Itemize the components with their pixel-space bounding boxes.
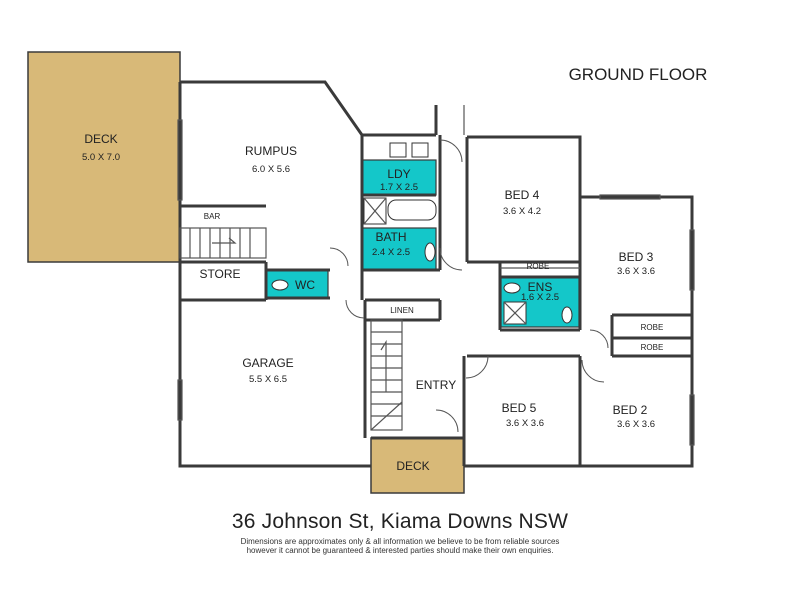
- bed2-label: BED 2: [613, 403, 648, 417]
- wc-label: WC: [295, 278, 315, 292]
- ldy-label: LDY: [387, 167, 410, 181]
- toilet: [271, 279, 289, 291]
- deck-main-dims: 5.0 X 7.0: [82, 152, 120, 163]
- shower-mark: [363, 197, 387, 225]
- stairs-entry: [370, 319, 403, 431]
- bath-label: BATH: [375, 230, 406, 244]
- window: [689, 229, 695, 291]
- garage-label: GARAGE: [242, 356, 293, 370]
- deck-main-area: [27, 51, 181, 263]
- ensuite-toilet: [561, 306, 573, 324]
- bed4-dims: 3.6 X 4.2: [503, 206, 541, 217]
- stairs-upper: [179, 227, 267, 259]
- disclaimer-line-1: Dimensions are approximates only & all i…: [240, 537, 560, 546]
- property-address: 36 Johnson St, Kiama Downs NSW: [231, 510, 569, 533]
- bathtub: [387, 199, 437, 221]
- door-swing: [345, 299, 365, 319]
- laundry-sink: [389, 142, 407, 158]
- outer-wall-north: [180, 80, 364, 300]
- shower-mark: [503, 301, 527, 325]
- window: [599, 194, 661, 200]
- bath-basin: [424, 242, 436, 262]
- window: [177, 379, 183, 421]
- bed5-label: BED 5: [502, 401, 537, 415]
- store-label: STORE: [199, 267, 240, 281]
- garage-dims: 5.5 X 6.5: [249, 374, 287, 385]
- bar-label: BAR: [204, 212, 221, 221]
- window: [689, 394, 695, 446]
- deck-main-label: DECK: [84, 132, 117, 146]
- rumpus-dims: 6.0 X 5.6: [252, 164, 290, 175]
- door-swing: [439, 247, 463, 271]
- door-swing: [465, 355, 489, 379]
- door-swing: [581, 359, 605, 383]
- window: [177, 119, 183, 201]
- robe-bed2-label: ROBE: [641, 343, 664, 352]
- deck-front-area: [370, 437, 465, 494]
- deck-front-label: DECK: [396, 459, 429, 473]
- ens-label: ENS: [528, 280, 553, 294]
- disclaimer-line-2: however it cannot be guaranteed & intere…: [246, 546, 554, 555]
- ensuite-basin: [503, 282, 521, 294]
- washing-machine: [411, 142, 429, 158]
- linen-label: LINEN: [390, 306, 414, 315]
- door-swing: [435, 409, 459, 433]
- rumpus-label: RUMPUS: [245, 144, 297, 158]
- entry-label: ENTRY: [416, 378, 456, 392]
- bed3-dims: 3.6 X 3.6: [617, 266, 655, 277]
- door-swing: [439, 139, 463, 163]
- outer-wall: [178, 82, 371, 468]
- floor-title: GROUND FLOOR: [569, 65, 708, 84]
- ldy-dims: 1.7 X 2.5: [380, 182, 418, 193]
- robe-bed4-label: ROBE: [527, 262, 550, 271]
- robe-bed3-label: ROBE: [641, 323, 664, 332]
- bath-dims: 2.4 X 2.5: [372, 247, 410, 258]
- bath-area: [361, 227, 437, 271]
- outer-wall-east: [464, 135, 694, 468]
- bed3-label: BED 3: [619, 250, 654, 264]
- ens-dims: 1.6 X 2.5: [521, 292, 559, 303]
- door-swing: [329, 247, 349, 267]
- door-swing: [589, 329, 609, 349]
- bed4-label: BED 4: [505, 188, 540, 202]
- bed2-dims: 3.6 X 3.6: [617, 419, 655, 430]
- bed5-dims: 3.6 X 3.6: [506, 418, 544, 429]
